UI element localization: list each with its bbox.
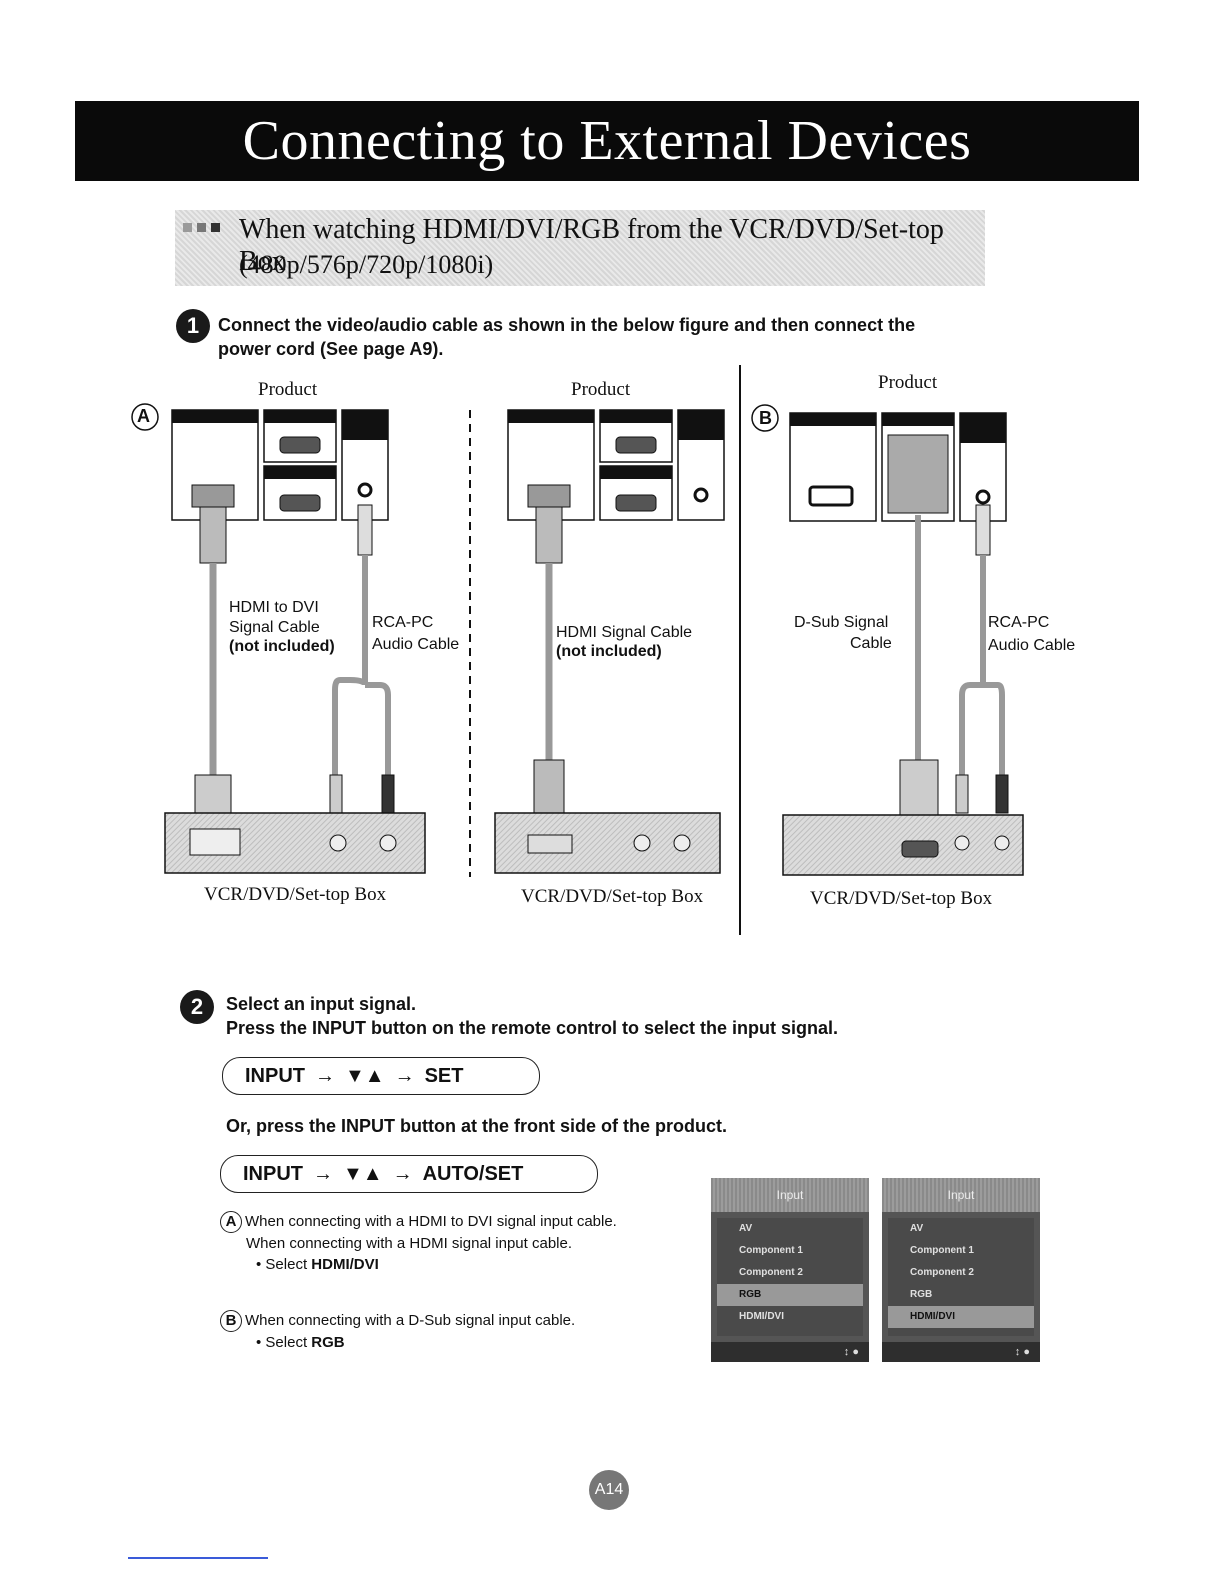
note-b-text1: When connecting with a D-Sub signal inpu… xyxy=(245,1312,576,1329)
step-2-text: Select an input signal. Press the INPUT … xyxy=(226,992,838,1040)
dsub-plug-bottom xyxy=(899,759,939,821)
step-2-line2: Press the INPUT button on the remote con… xyxy=(226,1018,839,1038)
product-label-a: Product xyxy=(258,379,318,400)
note-b-select-prefix: • Select xyxy=(256,1334,312,1351)
step-1-badge: 1 xyxy=(176,309,210,343)
menu-item-component1: Component 1 xyxy=(739,1245,803,1256)
menu-item-component2: Component 2 xyxy=(739,1267,803,1278)
note-b-select: • Select RGB xyxy=(220,1332,575,1353)
page-title-bar: Connecting to External Devices xyxy=(75,101,1139,181)
device-label-b: VCR/DVD/Set-top Box xyxy=(810,888,993,909)
banner-squares xyxy=(183,223,220,232)
menu-item-rgb: RGB xyxy=(717,1284,863,1306)
hdmi-plug xyxy=(533,759,565,821)
page-title: Connecting to External Devices xyxy=(242,110,972,172)
step-1-line1: Connect the video/audio cable as shown i… xyxy=(218,315,916,335)
device-label-a: VCR/DVD/Set-top Box xyxy=(204,884,387,905)
menu-list: AV Component 1 Component 2 RGB HDMI/DVI xyxy=(717,1218,863,1336)
step-1-text: Connect the video/audio cable as shown i… xyxy=(218,313,915,361)
menu-title: Input xyxy=(711,1178,869,1212)
step-2-badge: 2 xyxy=(180,990,214,1024)
step-1-line2: power cord (See page A9). xyxy=(218,339,444,359)
panel-middle xyxy=(494,409,725,874)
menu-item-rgb: RGB xyxy=(910,1289,933,1300)
menu-item-hdmi-dvi: HDMI/DVI xyxy=(739,1311,784,1322)
up-down-icon: ▼▲ xyxy=(345,1064,385,1087)
banner-square-icon xyxy=(183,223,192,232)
cable-label-a-line1: HDMI to DVI xyxy=(229,599,319,616)
bottom-rule xyxy=(128,1557,268,1559)
input-menu-hdmi: Input AV Component 1 Component 2 RGB HDM… xyxy=(882,1178,1040,1362)
up-down-icon: ▼▲ xyxy=(343,1162,383,1185)
note-a-text2: When connecting with a HDMI signal input… xyxy=(246,1235,573,1252)
audio-label-b-line1: RCA-PC xyxy=(988,614,1050,631)
menu-footer-icons: ↕ ● xyxy=(882,1342,1040,1362)
menu-footer-icons: ↕ ● xyxy=(711,1342,869,1362)
panel-b xyxy=(751,404,1024,876)
front-button-sequence: INPUT → ▼▲ → AUTO/SET xyxy=(220,1155,598,1193)
cable-label-b-line1: D-Sub Signal xyxy=(794,614,889,631)
connection-diagram xyxy=(131,365,1024,935)
audio-label-b-line2: Audio Cable xyxy=(988,637,1076,654)
note-a-select: • Select HDMI/DVI xyxy=(220,1254,617,1275)
auto-set-key: AUTO/SET xyxy=(422,1162,524,1185)
cable-label-middle-line2: (not included) xyxy=(556,643,662,660)
note-a-select-prefix: • Select xyxy=(256,1256,312,1273)
menu-item-component1: Component 1 xyxy=(910,1245,974,1256)
input-key: INPUT xyxy=(243,1162,303,1185)
banner-square-icon xyxy=(197,223,206,232)
product-label-middle: Product xyxy=(571,379,631,400)
device-label-middle: VCR/DVD/Set-top Box xyxy=(521,886,704,907)
set-key: SET xyxy=(424,1064,464,1087)
note-a-select-value: HDMI/DVI xyxy=(311,1256,379,1273)
marker-a-icon: A xyxy=(220,1211,242,1233)
audio-label-a-line2: Audio Cable xyxy=(372,636,460,653)
marker-a-letter: A xyxy=(137,406,150,426)
menu-title: Input xyxy=(882,1178,1040,1212)
arrow-icon: → xyxy=(394,1064,415,1087)
audio-label-a-line1: RCA-PC xyxy=(372,614,434,631)
arrow-icon: → xyxy=(313,1162,333,1185)
remote-button-sequence: INPUT → ▼▲ → SET xyxy=(222,1057,540,1095)
panel-a xyxy=(131,403,426,874)
front-panel-instruction: Or, press the INPUT button at the front … xyxy=(226,1116,728,1136)
arrow-icon: → xyxy=(315,1064,335,1087)
step-2-line1: Select an input signal. xyxy=(226,994,417,1014)
banner-square-icon xyxy=(211,223,220,232)
arrow-icon: → xyxy=(392,1162,413,1185)
marker-a-circle xyxy=(131,403,159,431)
cable-label-a-line3: (not included) xyxy=(229,638,335,655)
cable-label-middle-line1: HDMI Signal Cable xyxy=(556,624,693,641)
cable-label-b-line2: Cable xyxy=(850,635,892,652)
menu-item-hdmi-dvi: HDMI/DVI xyxy=(888,1306,1034,1328)
product-label-b: Product xyxy=(878,372,938,393)
menu-item-av: AV xyxy=(739,1223,753,1234)
page-number-badge: A14 xyxy=(589,1470,629,1510)
cable-label-a-line2: Signal Cable xyxy=(229,619,320,636)
menu-item-av: AV xyxy=(910,1223,924,1234)
dsub-plug-top xyxy=(887,434,949,514)
banner-title: When watching HDMI/DVI/RGB from the VCR/… xyxy=(239,214,944,277)
note-a-text1: When connecting with a HDMI to DVI signa… xyxy=(245,1213,617,1230)
marker-b-circle xyxy=(751,404,779,432)
marker-b-letter: B xyxy=(759,408,772,428)
marker-b-icon: B xyxy=(220,1310,242,1332)
input-menu-rgb: Input AV Component 1 Component 2 RGB HDM… xyxy=(711,1178,869,1362)
note-b-select-value: RGB xyxy=(311,1334,345,1351)
menu-list: AV Component 1 Component 2 RGB HDMI/DVI xyxy=(888,1218,1034,1336)
input-key: INPUT xyxy=(245,1064,305,1087)
menu-item-component2: Component 2 xyxy=(910,1267,974,1278)
section-banner: When watching HDMI/DVI/RGB from the VCR/… xyxy=(175,210,985,286)
banner-resolutions: (480p/576p/720p/1080i) xyxy=(239,250,494,279)
